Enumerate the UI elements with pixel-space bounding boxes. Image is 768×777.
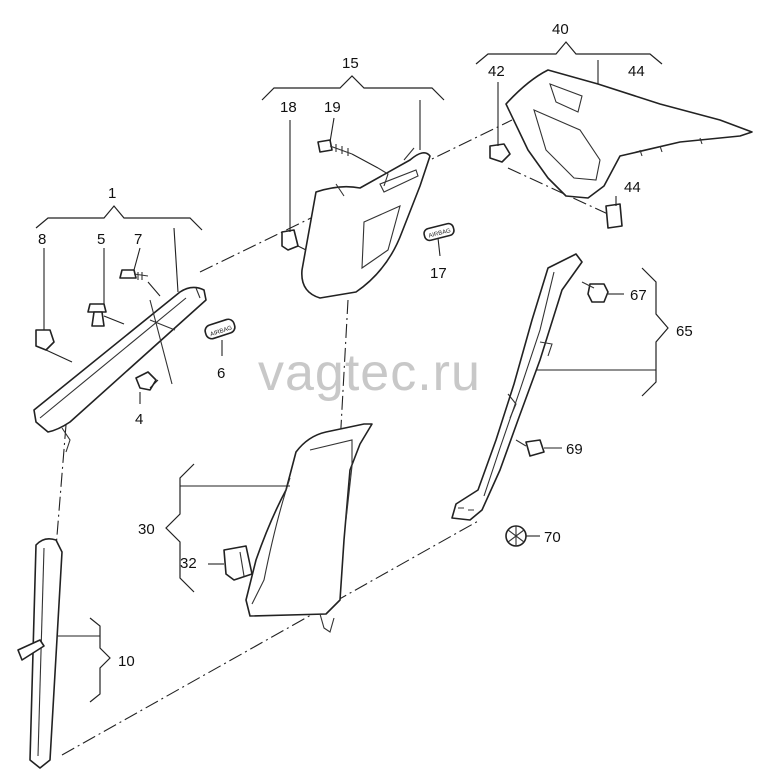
part-clip-44 <box>605 203 623 229</box>
label-32: 32 <box>180 555 197 572</box>
label-30: 30 <box>138 521 155 538</box>
part-b-pillar-upper-15 <box>301 147 431 299</box>
part-screw-7 <box>119 269 161 297</box>
label-5: 5 <box>97 231 105 248</box>
part-screw-19 <box>317 139 379 169</box>
label-17: 17 <box>430 265 447 282</box>
airbag-tag-text-17: AIRBAG <box>428 228 452 239</box>
part-clip-32 <box>223 545 253 581</box>
watermark: vagtec.ru <box>258 344 481 402</box>
part-labels: 1 8 5 7 4 6 10 15 18 19 17 30 32 40 42 4… <box>38 21 693 670</box>
part-lower-pillar-10 <box>17 538 63 769</box>
label-18: 18 <box>280 99 297 116</box>
part-clip-4 <box>135 371 159 391</box>
label-6: 6 <box>217 365 225 382</box>
part-airbag-tag-17: AIRBAG <box>423 222 455 242</box>
label-70: 70 <box>544 529 561 546</box>
label-7: 7 <box>134 231 142 248</box>
part-clip-8 <box>35 329 73 363</box>
label-65: 65 <box>676 323 693 340</box>
part-a-pillar-trim <box>33 286 207 453</box>
part-clip-67 <box>581 281 624 303</box>
label-4: 4 <box>135 411 143 428</box>
label-40: 40 <box>552 21 569 38</box>
leader-lines <box>35 41 669 703</box>
label-69: 69 <box>566 441 583 458</box>
part-grommet-70 <box>505 525 540 547</box>
label-44-clip: 44 <box>624 179 641 196</box>
part-screw-5 <box>87 303 125 327</box>
label-42: 42 <box>488 63 505 80</box>
label-8: 8 <box>38 231 46 248</box>
part-clip-69 <box>525 439 562 457</box>
part-c-pillar-40 <box>505 69 753 199</box>
part-rear-strip-65 <box>451 253 583 521</box>
label-67: 67 <box>630 287 647 304</box>
label-19: 19 <box>324 99 341 116</box>
label-10: 10 <box>118 653 135 670</box>
label-44-top: 44 <box>628 63 645 80</box>
part-airbag-tag-6: AIRBAG <box>204 318 236 340</box>
label-15: 15 <box>342 55 359 72</box>
part-b-pillar-lower-30 <box>245 423 373 633</box>
label-1: 1 <box>108 185 116 202</box>
part-clip-42 <box>489 143 511 163</box>
part-clip-18 <box>281 229 307 251</box>
